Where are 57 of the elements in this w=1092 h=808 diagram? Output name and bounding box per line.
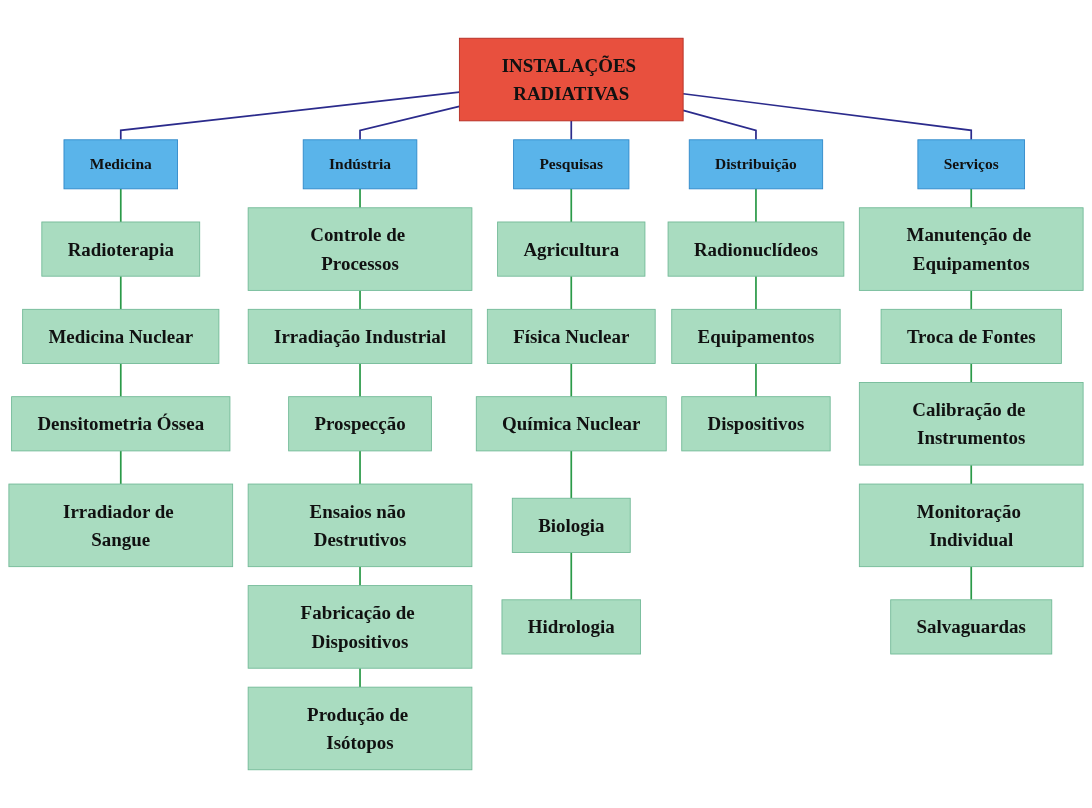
node-box: Irradiação Industrial (247, 308, 473, 364)
connector (970, 188, 973, 209)
node-box: Biologia (511, 497, 631, 553)
connector (970, 464, 973, 485)
connector (359, 565, 361, 587)
node-box: Ensaios não Destrutivos (247, 483, 473, 568)
connector (119, 91, 461, 141)
node-box: Radioterapia (41, 221, 201, 277)
connector (970, 289, 973, 311)
connector (570, 362, 573, 398)
connector (682, 109, 757, 141)
connector (570, 120, 573, 141)
connector (119, 450, 122, 485)
node-box: Equipamentos (671, 308, 841, 364)
connector (682, 92, 973, 141)
node-box: Salvaguardas (890, 599, 1053, 655)
node-box: Medicina Nuclear (22, 308, 220, 364)
connector (755, 275, 757, 311)
connector (359, 667, 361, 688)
node-box: Calibração de Instrumentos (858, 382, 1084, 466)
node-box: Serviços (917, 139, 1025, 190)
connector (119, 275, 122, 311)
connector (970, 362, 973, 384)
connector (359, 289, 361, 311)
node-box: Manutenção de Equipamentos (858, 207, 1084, 291)
connector (119, 362, 122, 398)
node-box: Dispositivos (681, 396, 831, 452)
node-box: Medicina (63, 139, 178, 190)
connector (755, 188, 757, 223)
connector (570, 275, 573, 311)
node-box: Agricultura (497, 221, 646, 277)
node-box: Física Nuclear (486, 308, 656, 364)
node-box: Hidrologia (501, 599, 641, 655)
node-box: Fabricação de Dispositivos (247, 585, 473, 669)
node-box: Química Nuclear (475, 396, 667, 452)
connector (570, 551, 573, 601)
node-box: Radionuclídeos (667, 221, 845, 277)
node-box: Prospecção (288, 396, 432, 452)
connector (119, 188, 122, 223)
connector (359, 105, 461, 141)
node-box: Monitoração Individual (858, 483, 1084, 568)
node-box: Troca de Fontes (880, 308, 1062, 364)
node-box: Controle de Processos (247, 207, 473, 291)
connector (570, 450, 573, 500)
node-box: Indústria (302, 139, 418, 190)
connector (359, 362, 361, 398)
node-box: INSTALAÇÕES RADIATIVAS (458, 37, 684, 122)
node-box: Irradiador de Sangue (8, 483, 234, 568)
connector (359, 188, 361, 209)
connector (755, 362, 757, 398)
node-box: Produção de Isótopos (247, 686, 473, 771)
node-box: Pesquisas (513, 139, 630, 190)
connector (970, 565, 973, 601)
connector (359, 450, 361, 485)
node-box: Densitometria Óssea (11, 396, 231, 452)
connector (570, 188, 573, 223)
node-box: Distribuição (688, 139, 824, 190)
